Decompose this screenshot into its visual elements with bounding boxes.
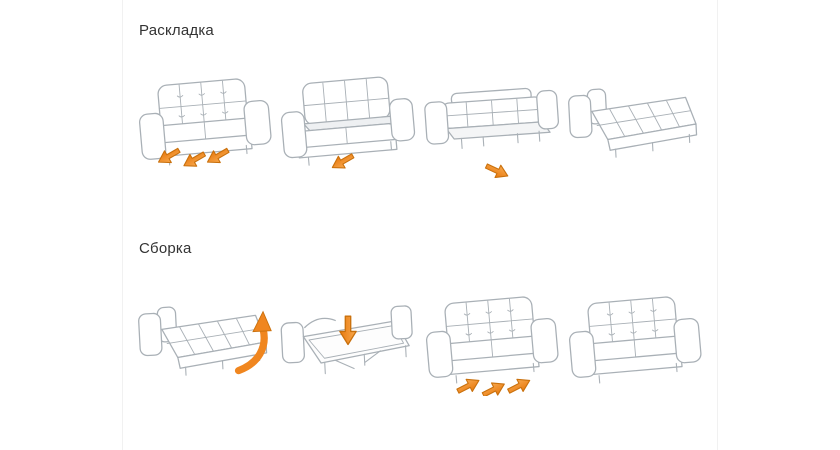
- instruction-sheet: Раскладка: [122, 0, 718, 450]
- section-title-unfold: Раскладка: [139, 22, 214, 39]
- unfold-step-2: [280, 71, 416, 178]
- pull-arrow-icon: [482, 159, 511, 178]
- sofa-seat-pulled-illustration: [281, 76, 416, 174]
- fold-step-2: [280, 289, 416, 396]
- push-in-arrows-icon: [453, 373, 533, 396]
- bed-unfolded-illustration: [567, 83, 699, 161]
- fold-steps-row: [137, 289, 703, 396]
- unfold-step-4: [567, 71, 703, 178]
- section-title-fold: Сборка: [139, 239, 192, 257]
- fold-step-3: [423, 289, 560, 396]
- unfold-step-3: [423, 71, 560, 178]
- frame-fold-down-illustration: [280, 305, 414, 375]
- sofa-closed-illustration: [137, 75, 273, 173]
- section-fold: Сборка: [137, 240, 703, 396]
- backrest-folded-illustration: [423, 87, 559, 178]
- unfold-steps-row: [137, 71, 703, 178]
- lift-arrow-icon: [234, 310, 272, 375]
- fold-step-1: [137, 289, 273, 396]
- unfold-step-1: [137, 71, 273, 178]
- fold-step-4: [566, 289, 703, 396]
- sofa-push-in-illustration: [423, 293, 560, 396]
- sofa-assembled-illustration: [566, 293, 703, 386]
- section-unfold: Раскладка: [137, 22, 703, 178]
- bed-lift-edge-illustration: [137, 301, 272, 379]
